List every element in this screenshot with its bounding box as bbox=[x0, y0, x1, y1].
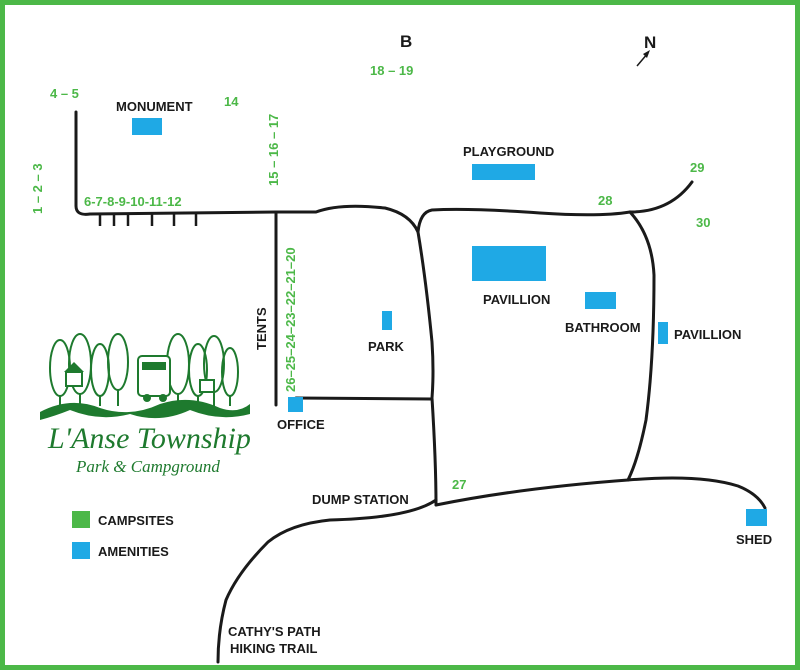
road-trail bbox=[216, 498, 438, 664]
campsite-30: 30 bbox=[696, 215, 710, 230]
campsite-29: 29 bbox=[690, 160, 704, 175]
amenity-blocks bbox=[132, 118, 767, 526]
legend-amenities-label: AMENITIES bbox=[98, 544, 169, 559]
playground-label: PLAYGROUND bbox=[463, 144, 554, 159]
campsite-14: 14 bbox=[224, 94, 239, 109]
park-label: PARK bbox=[368, 339, 404, 354]
office-block bbox=[288, 397, 303, 412]
pavillion-east-label: PAVILLION bbox=[674, 327, 741, 342]
dump-station-label: DUMP STATION bbox=[312, 492, 409, 507]
marker-b: B bbox=[400, 32, 412, 51]
campground-logo: L'Anse Township Park & Campground bbox=[40, 333, 251, 476]
legend-campsites-swatch bbox=[72, 511, 90, 528]
pavillion-main-label: PAVILLION bbox=[483, 292, 550, 307]
monument-label: MONUMENT bbox=[116, 99, 193, 114]
office-label: OFFICE bbox=[277, 417, 325, 432]
pavillion-east-block bbox=[658, 322, 668, 344]
campsite-15-17: 15 – 16 – 17 bbox=[266, 114, 281, 186]
campsite-28: 28 bbox=[598, 193, 612, 208]
shed-label: SHED bbox=[736, 532, 772, 547]
road-south bbox=[434, 476, 767, 510]
amenity-labels: MONUMENT PLAYGROUND PAVILLION BATHROOM P… bbox=[116, 99, 772, 547]
campsite-ticks bbox=[98, 214, 198, 226]
north-arrow-icon bbox=[636, 50, 650, 67]
monument-block bbox=[132, 118, 162, 135]
bathroom-block bbox=[585, 292, 616, 309]
shed-block bbox=[746, 509, 767, 526]
logo-subtitle: Park & Campground bbox=[75, 457, 220, 476]
compass: N bbox=[636, 33, 656, 67]
campsite-1-3: 1 – 2 – 3 bbox=[30, 163, 45, 214]
legend-campsites-label: CAMPSITES bbox=[98, 513, 174, 528]
trail-label-line2: HIKING TRAIL bbox=[230, 641, 317, 656]
place-labels: TENTS DUMP STATION CATHY'S PATH HIKING T… bbox=[228, 307, 409, 656]
compass-label: N bbox=[644, 33, 656, 52]
camper-illustration bbox=[64, 355, 215, 402]
logo-title: L'Anse Township bbox=[47, 422, 251, 455]
campsite-6-12: 6-7-8-9-10-11-12 bbox=[84, 194, 182, 209]
road-office bbox=[294, 396, 434, 401]
bathroom-label: BATHROOM bbox=[565, 320, 641, 335]
playground-block bbox=[472, 164, 535, 180]
park-block bbox=[382, 311, 392, 330]
campsite-labels: 1 – 2 – 3 4 – 5 6-7-8-9-10-11-12 14 15 –… bbox=[30, 63, 710, 492]
pavillion-main-block bbox=[472, 246, 546, 281]
roads bbox=[74, 110, 767, 664]
legend-amenities-swatch bbox=[72, 542, 90, 559]
campsite-20-26: 26–25–24–23–22–21–20 bbox=[283, 247, 298, 392]
road-north bbox=[416, 180, 694, 234]
tents-label: TENTS bbox=[254, 307, 269, 350]
campsite-27: 27 bbox=[452, 477, 466, 492]
campsite-4-5: 4 – 5 bbox=[50, 86, 79, 101]
road-east-loop bbox=[626, 210, 656, 482]
trail-label-line1: CATHY'S PATH bbox=[228, 624, 321, 639]
legend: CAMPSITES AMENITIES bbox=[72, 511, 174, 559]
campsite-18-19: 18 – 19 bbox=[370, 63, 413, 78]
hills-illustration bbox=[40, 399, 250, 420]
